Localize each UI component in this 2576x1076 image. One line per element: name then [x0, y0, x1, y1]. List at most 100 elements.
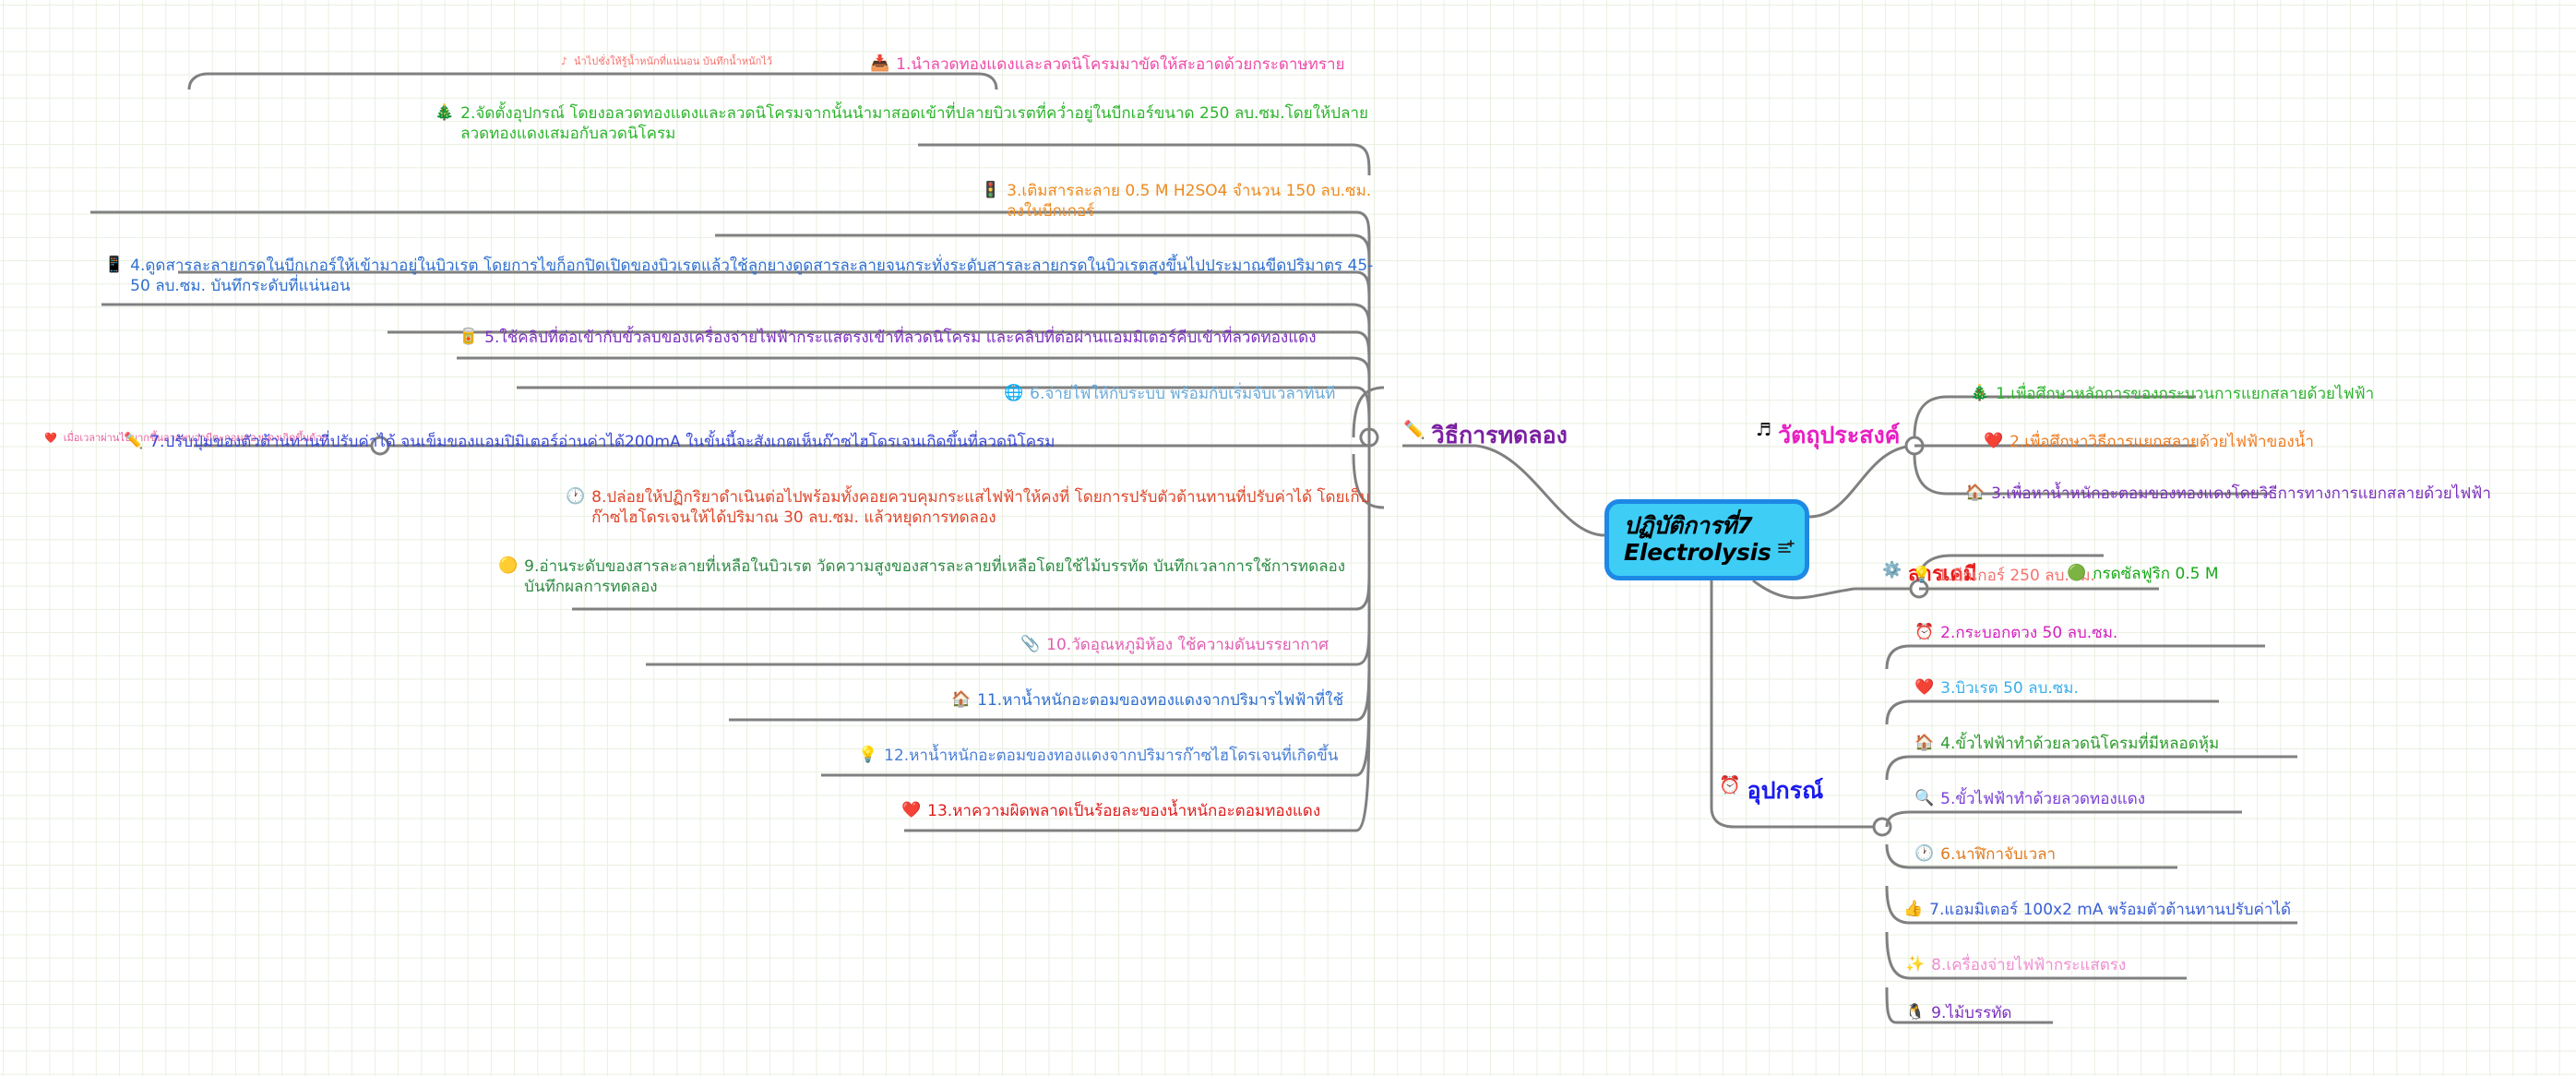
method-item-2-text: 2.จัดตั้งอุปกรณ์ โดยงอลวดทองแดงและลวดนิโ…	[460, 104, 1368, 144]
thumbs-up-icon: 👍	[1903, 900, 1924, 918]
equipment-item-2[interactable]: ⏰ 2.กระบอกตวง 50 ลบ.ซม.	[1914, 623, 2117, 643]
method-item-1-subnote-text: นำไปชั่งให้รู้น้ำหนักที่แน่นอน บันทึกน้ำ…	[574, 55, 772, 67]
method-item-13-text: 13.หาความผิดพลาดเป็นร้อยละของน้ำหนักอะตอ…	[927, 802, 1321, 820]
alarm-clock-icon: ⏰	[1914, 623, 1935, 641]
equipment-item-8[interactable]: ✨ 8.เครื่องจ่ายไฟฟ้ากระแสตรง	[1905, 955, 2126, 975]
method-item-10-text: 10.วัดอุณหภูมิห้อง ใช้ความดันบรรยากาศ	[1046, 636, 1329, 654]
light-bulb-icon: 💡	[1912, 566, 1932, 584]
heart-icon: ❤️	[1984, 432, 2004, 450]
pencil-icon: ✏️	[124, 432, 144, 450]
method-item-11-text: 11.หาน้ำหนักอะตอมของทองแดงจากปริมารไฟฟ้า…	[977, 691, 1344, 710]
branch-label-method[interactable]: ✏️ วิธีการทดลอง	[1403, 420, 1568, 450]
gear-icon: ⚙️	[1882, 561, 1902, 580]
equipment-item-4[interactable]: 🏠 4.ขั้วไฟฟ้าทำด้วยลวดนิโครมที่มีหลอดหุ้…	[1914, 734, 2219, 754]
equipment-item-9[interactable]: 🐧 9.ไม้บรรทัด	[1905, 1003, 2011, 1023]
yellow-circle-icon: 🟡	[498, 556, 519, 575]
alarm-clock-icon: ⏰	[1719, 775, 1741, 795]
branch-label-equipment[interactable]: ⏰ อุปกรณ์	[1719, 775, 1823, 806]
branch-label-chemicals-text: สารเคมี	[1908, 563, 1977, 586]
clock-icon: 🕐	[566, 487, 586, 506]
pencil-icon: ✏️	[1403, 420, 1425, 440]
method-item-13[interactable]: ❤️ 13.หาความผิดพลาดเป็นร้อยละของน้ำหนักอ…	[901, 801, 1320, 821]
wreath-icon: 🎄	[435, 103, 455, 122]
branch-label-equipment-text: อุปกรณ์	[1747, 777, 1824, 804]
method-item-7[interactable]: ✏️ 7.ปรับปุ่มของตัวต้านทานที่ปรับค่าได้ …	[124, 432, 1055, 452]
heart-icon: ❤️	[1914, 678, 1935, 697]
wreath-icon: 🎄	[1970, 384, 1990, 402]
music-note-icon: ♬	[1756, 420, 1772, 440]
method-item-4[interactable]: 📱 4.ดูดสารละลายกรดในบีกเกอร์ให้เข้ามาอยู…	[104, 256, 1387, 297]
method-item-2[interactable]: 🎄 2.จัดตั้งอุปกรณ์ โดยงอลวดทองแดงและลวดน…	[435, 103, 1376, 145]
traffic-light-icon: 🚦	[981, 181, 1001, 199]
heart-icon: ❤️	[901, 801, 922, 819]
method-item-3[interactable]: 🚦 3.เติมสารละลาย 0.5 M H2SO4 จำนวน 150 ล…	[981, 181, 1387, 222]
method-side-note-text: เมื่อเวลาผ่านไปมากขึ้นอาจพบว่ามีตะกอนทอง…	[63, 432, 328, 444]
branch-label-chemicals[interactable]: ⚙️ สารเคมี	[1882, 561, 1977, 588]
red-can-icon: 🥫	[459, 328, 479, 346]
method-item-1[interactable]: 📥 1.นำลวดทองแดงและลวดนิโครมมาขัดให้สะอาด…	[870, 54, 1345, 75]
equipment-item-9-text: 9.ไม้บรรทัด	[1931, 1004, 2012, 1022]
equipment-item-8-text: 8.เครื่องจ่ายไฟฟ้ากระแสตรง	[1931, 956, 2127, 974]
method-item-1-text: 1.นำลวดทองแดงและลวดนิโครมมาขัดให้สะอาดด้…	[896, 55, 1345, 74]
method-item-10[interactable]: 📎 10.วัดอุณหภูมิห้อง ใช้ความดันบรรยากาศ	[1020, 635, 1329, 655]
inbox-tray-icon: 📥	[870, 54, 890, 73]
house-icon: 🏠	[951, 690, 972, 709]
house-icon: 🏠	[1914, 734, 1935, 752]
objective-item-2-text: 2.เพื่อศึกษาวิธีการแยกสลายด้วยไฟฟ้าของน้…	[2010, 433, 2314, 451]
method-item-8-text: 8.ปล่อยให้ปฏิกริยาดำเนินต่อไปพร้อมทั้งคอ…	[591, 488, 1370, 528]
method-side-note[interactable]: ❤️ เมื่อเวลาผ่านไปมากขึ้นอาจพบว่ามีตะกอน…	[44, 432, 328, 446]
equipment-item-4-text: 4.ขั้วไฟฟ้าทำด้วยลวดนิโครมที่มีหลอดหุ้ม	[1940, 735, 2220, 753]
light-bulb-icon: 💡	[858, 746, 878, 764]
equipment-item-5-text: 5.ขั้วไฟฟ้าทำด้วยลวดทองแดง	[1940, 790, 2146, 808]
objective-item-3-text: 3.เพื่อหาน้ำหนักอะตอมของทองแดงโดยวิธีการ…	[1991, 484, 2491, 503]
heart-icon: ❤️	[44, 432, 57, 444]
equipment-item-7-text: 7.แอมมิเตอร์ 100x2 mA พร้อมตัวต้านทานปรั…	[1929, 901, 2292, 919]
sparkles-icon: ✨	[1905, 955, 1926, 974]
branch-label-objectives[interactable]: ♬ วัตถุประสงค์	[1756, 420, 1900, 450]
objective-item-3[interactable]: 🏠 3.เพื่อหาน้ำหนักอะตอมของทองแดงโดยวิธีก…	[1965, 484, 2491, 504]
paperclip-icon: 📎	[1020, 635, 1041, 653]
mobile-phone-icon: 📱	[104, 256, 125, 274]
method-item-4-text: 4.ดูดสารละลายกรดในบีกเกอร์ให้เข้ามาอยู่ใ…	[130, 257, 1374, 296]
branch-label-method-text: วิธีการทดลอง	[1431, 422, 1568, 448]
method-item-12-text: 12.หาน้ำหนักอะตอมของทองแดงจากปริมารก๊าซไ…	[884, 747, 1339, 765]
method-item-11[interactable]: 🏠 11.หาน้ำหนักอะตอมของทองแดงจากปริมารไฟฟ…	[951, 690, 1343, 711]
root-title-line1: ปฏิบัติการที่7	[1624, 511, 1753, 539]
method-item-9[interactable]: 🟡 9.อ่านระดับของสารละลายที่เหลือในบิวเรต…	[498, 556, 1384, 598]
method-item-3-text: 3.เติมสารละลาย 0.5 M H2SO4 จำนวน 150 ลบ.…	[1007, 182, 1372, 221]
clock-icon: 🕐	[1914, 844, 1935, 863]
method-item-1-subnote[interactable]: ♪ นำไปชั่งให้รู้น้ำหนักที่แน่นอน บันทึกน…	[561, 55, 772, 69]
music-note-icon: ♪	[561, 55, 568, 67]
equipment-item-6-text: 6.นาฬิกาจับเวลา	[1940, 845, 2057, 864]
method-item-5[interactable]: 🥫 5.ใช้คลิปที่ต่อเข้ากับขั้วลบของเครื่อง…	[459, 328, 1317, 348]
objective-item-1-text: 1.เพื่อศึกษาหลักการของกระบวนการแยกสลายด้…	[1996, 385, 2375, 403]
equipment-item-7[interactable]: 👍 7.แอมมิเตอร์ 100x2 mA พร้อมตัวต้านทานป…	[1903, 900, 2291, 920]
globe-icon: 🌐	[1004, 384, 1024, 402]
equipment-item-5[interactable]: 🔍 5.ขั้วไฟฟ้าทำด้วยลวดทองแดง	[1914, 789, 2145, 809]
objective-item-1[interactable]: 🎄 1.เพื่อศึกษาหลักการของกระบวนการแยกสลาย…	[1970, 384, 2374, 404]
method-item-8[interactable]: 🕐 8.ปล่อยให้ปฏิกริยาดำเนินต่อไปพร้อมทั้ง…	[566, 487, 1387, 529]
branch-label-objectives-text: วัตถุประสงค์	[1778, 422, 1901, 448]
root-node[interactable]: ปฏิบัติการที่7 Electrolysis	[1604, 499, 1809, 580]
equipment-item-3-text: 3.บิวเรต 50 ลบ.ซม.	[1940, 679, 2079, 698]
method-item-9-text: 9.อ่านระดับของสารละลายที่เหลือในบิวเรต ว…	[524, 557, 1346, 597]
method-item-5-text: 5.ใช้คลิปที่ต่อเข้ากับขั้วลบของเครื่องจ่…	[484, 329, 1317, 347]
equipment-item-6[interactable]: 🕐 6.นาฬิกาจับเวลา	[1914, 844, 2056, 865]
house-icon: 🏠	[1965, 484, 1986, 502]
magnifier-icon: 🔍	[1914, 789, 1935, 807]
method-item-12[interactable]: 💡 12.หาน้ำหนักอะตอมของทองแดงจากปริมารก๊า…	[858, 746, 1338, 766]
green-circle-icon: 🟢	[2067, 564, 2087, 582]
method-item-7-text: 7.ปรับปุ่มของตัวต้านทานที่ปรับค่าได้ จนเ…	[149, 433, 1055, 451]
method-item-6-text: 6.จ่ายไฟให้กับระบบ พร้อมกับเริ่มจับเวลาท…	[1030, 385, 1336, 403]
equipment-item-2-text: 2.กระบอกตวง 50 ลบ.ซม.	[1940, 624, 2118, 642]
penguin-icon: 🐧	[1905, 1003, 1926, 1022]
method-item-6[interactable]: 🌐 6.จ่ายไฟให้กับระบบ พร้อมกับเริ่มจับเวล…	[1004, 384, 1335, 404]
equipment-item-3[interactable]: ❤️ 3.บิวเรต 50 ลบ.ซม.	[1914, 678, 2079, 699]
objective-item-2[interactable]: ❤️ 2.เพื่อศึกษาวิธีการแยกสลายด้วยไฟฟ้าขอ…	[1984, 432, 2314, 452]
note-lines-plus-icon[interactable]	[1777, 539, 1795, 557]
root-title-line2: Electrolysis	[1624, 539, 1771, 566]
chemical-item-1-text: 1.บีกเกอร์ 250 ลบ.ซม.	[1938, 567, 2095, 585]
chemical-item-1[interactable]: 💡 1.บีกเกอร์ 250 ลบ.ซม.	[1912, 566, 2095, 586]
chemical-item-2[interactable]: 🟢 กรดซัลฟูริก 0.5 M	[2067, 564, 2219, 584]
